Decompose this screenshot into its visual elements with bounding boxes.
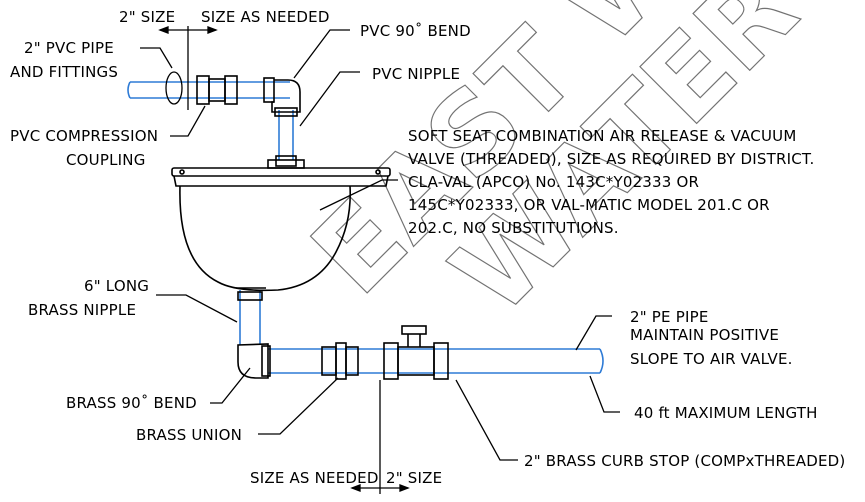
brass-fittings [237,291,449,380]
pvc-fittings [196,75,301,167]
pvc-bend-label: PVC 90˚ BEND [360,22,471,40]
air-release-valve [171,159,391,292]
valve-label-3: CLA-VAL (APCO) No. 143C*Y02333 OR [408,173,699,191]
pvc-coupling-label-1: PVC COMPRESSION [10,127,158,145]
brass-nipple-label-2: BRASS NIPPLE [28,301,136,319]
upper-pvc-pipe [127,81,294,160]
top-dim-left-label: 2" SIZE [119,8,175,26]
pvc-pipe-label-2: AND FITTINGS [10,63,118,81]
valve-label-4: 145C*Y02333, OR VAL-MATIC MODEL 201.C OR [408,196,770,214]
pe-pipe-label-2: MAINTAIN POSITIVE [630,326,779,344]
brass-nipple-label-1: 6" LONG [84,277,149,295]
curb-stop-label: 2" BRASS CURB STOP (COMPxTHREADED) [524,452,845,470]
labels: 2" SIZE SIZE AS NEEDED 2" PVC PIPE AND F… [10,8,845,487]
valve-label-2: VALVE (THREADED), SIZE AS REQUIRED BY DI… [408,150,814,168]
top-dim-right-label: SIZE AS NEEDED [201,8,330,26]
bottom-dim-right-label: 2" SIZE [386,469,442,487]
valve-label-5: 202.C, NO SUBSTITUTIONS. [408,219,619,237]
pe-pipe-label-3: SLOPE TO AIR VALVE. [630,350,793,368]
brass-bend-label: BRASS 90˚ BEND [66,394,197,412]
pvc-nipple-label: PVC NIPPLE [372,65,460,83]
pvc-coupling-label-2: COUPLING [66,151,146,169]
valve-label-1: SOFT SEAT COMBINATION AIR RELEASE & VACU… [408,127,796,145]
bottom-dim-left-label: SIZE AS NEEDED [250,469,379,487]
pe-pipe-label-1: 2" PE PIPE [630,308,709,326]
leader-lines [140,29,620,461]
watermark: EAST WEST WATER [287,0,865,339]
top-dimension [158,26,218,110]
pvc-pipe-label-1: 2" PVC PIPE [24,39,114,57]
brass-union-label: BRASS UNION [136,426,242,444]
bottom-dimension [350,380,410,494]
max-length-label: 40 ft MAXIMUM LENGTH [634,404,818,422]
